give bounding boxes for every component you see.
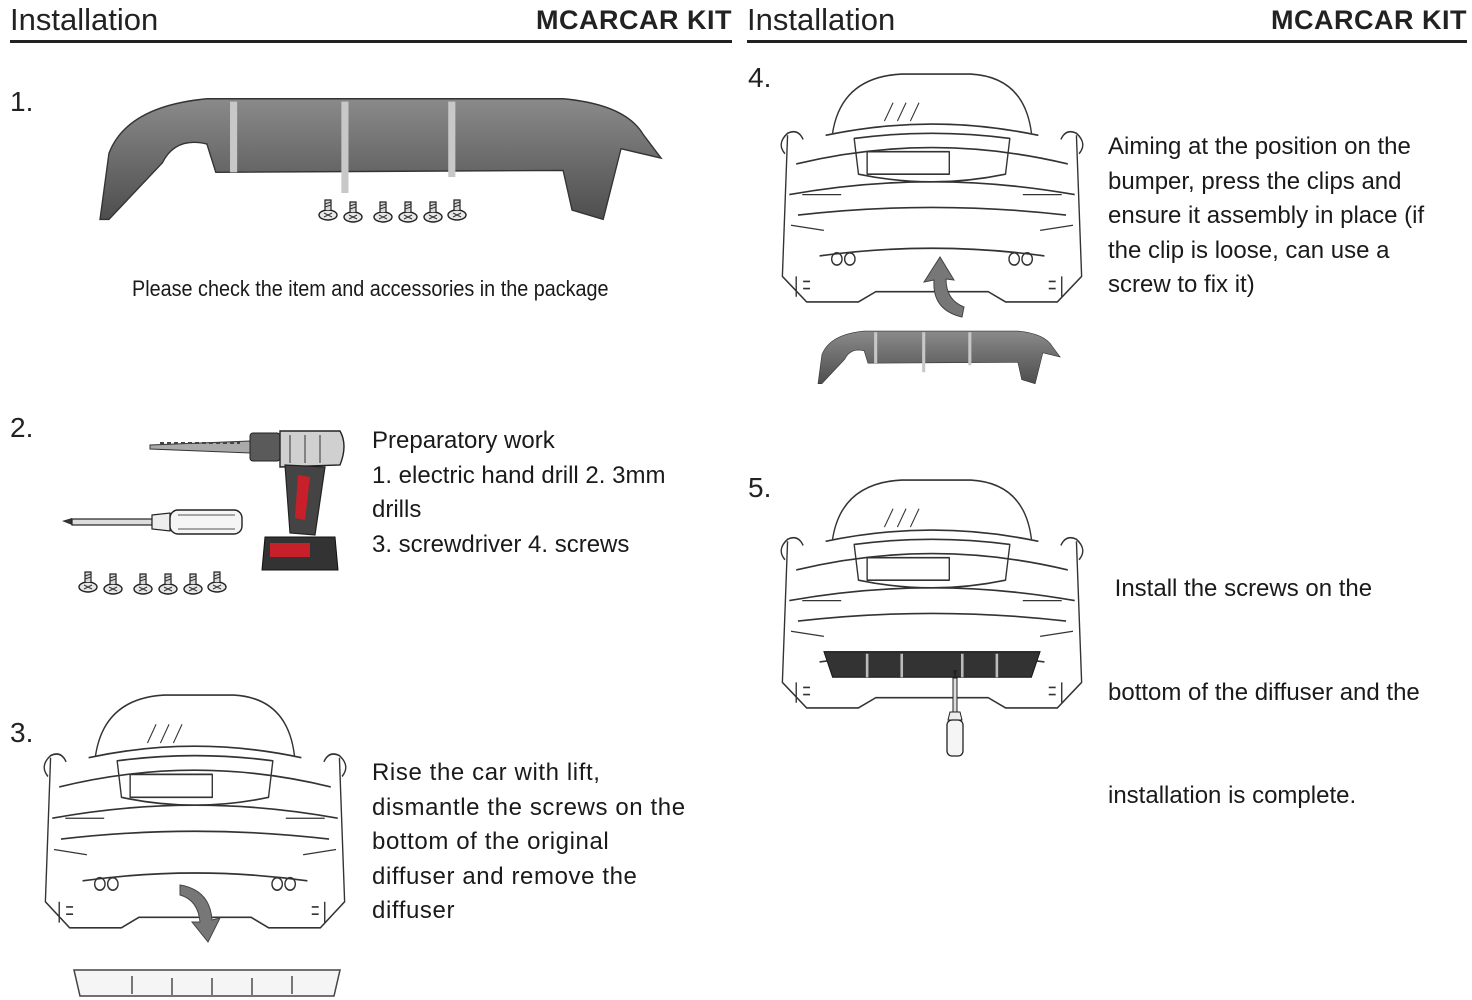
- car-rear-illustration: [780, 479, 1084, 709]
- header-brand: MCARCAR KIT: [1271, 5, 1467, 35]
- text-line: bumper, press the clips and: [1108, 167, 1402, 195]
- step-1-number: 1.: [10, 86, 34, 117]
- step-3-text: Rise the car with lift, dismantle the sc…: [372, 756, 686, 929]
- text-line: dismantle the screws on the: [372, 793, 686, 821]
- diffuser-illustration: [73, 969, 341, 997]
- header-title: Installation: [747, 2, 896, 37]
- arrow-icon: [922, 256, 965, 318]
- header-brand: MCARCAR KIT: [536, 5, 732, 35]
- header-left: Installation MCARCAR KIT: [10, 0, 732, 43]
- step-3-number: 3.: [10, 717, 34, 748]
- screw-icon: [318, 199, 467, 223]
- screwdriver-icon: [946, 670, 964, 757]
- screwdriver-icon: [62, 509, 243, 535]
- text-line: installation is complete.: [1108, 782, 1357, 809]
- text-line: screw to fix it): [1108, 271, 1255, 298]
- text-line: 1. electric hand drill 2. 3mm: [372, 461, 666, 489]
- text-line: ensure it assembly in place (if: [1108, 202, 1425, 229]
- text-line: Preparatory work: [372, 427, 555, 454]
- drill-icon: [149, 430, 345, 571]
- step-2-number: 2.: [10, 412, 34, 443]
- text-line: diffuser: [372, 897, 456, 924]
- text-line: Rise the car with lift,: [372, 759, 601, 786]
- text-line: 3. screwdriver 4. screws: [372, 530, 630, 558]
- arrow-icon: [179, 884, 221, 943]
- screw-icon: [78, 571, 227, 595]
- text-line: the clip is loose, can use a: [1108, 236, 1390, 264]
- text-line: drills: [372, 496, 422, 523]
- header-right: Installation MCARCAR KIT: [747, 0, 1467, 43]
- step-1-caption: Please check the item and accessories in…: [132, 276, 609, 301]
- text-line: diffuser and remove the: [372, 862, 638, 890]
- text-line: Aiming at the position on the: [1108, 133, 1411, 160]
- text-line: bottom of the original: [372, 828, 610, 855]
- step-4-number: 4.: [748, 62, 772, 93]
- diffuser-illustration: [816, 329, 1062, 386]
- step-2-text: Preparatory work 1. electric hand drill …: [372, 424, 665, 562]
- step-4-text: Aiming at the position on the bumper, pr…: [1108, 130, 1424, 303]
- text-line: bottom of the diffuser and the: [1108, 678, 1420, 706]
- step-5-number: 5.: [748, 472, 772, 503]
- step-5-text: Install the screws on the bottom of the …: [1108, 503, 1420, 848]
- text-line: Install the screws on the: [1108, 575, 1373, 602]
- header-title: Installation: [10, 2, 159, 37]
